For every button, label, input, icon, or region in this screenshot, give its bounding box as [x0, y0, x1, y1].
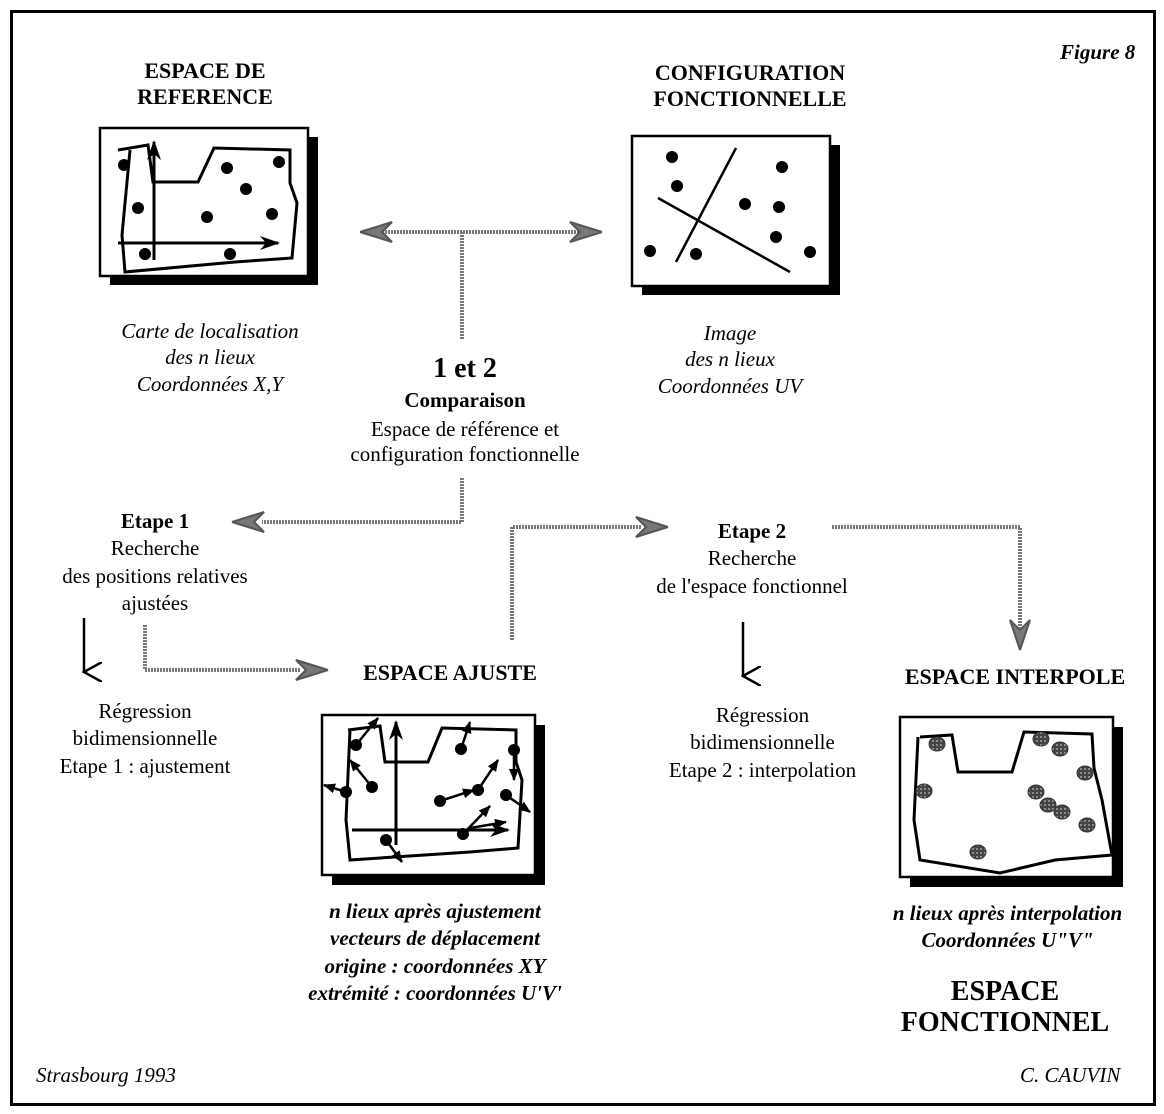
arrow-right-icon [295, 659, 329, 681]
reference-map [98, 126, 318, 285]
interpole-caption: n lieux après interpolation Coordonnées … [860, 900, 1155, 955]
espace-fonctionnel-title: ESPACE FONCTIONNEL [900, 976, 1110, 1039]
etape1-line3: ajustées [121, 590, 189, 615]
figure-label: Figure 8 [1060, 40, 1136, 64]
ajuste-caption: n lieux après ajustement vecteurs de dép… [285, 898, 585, 1007]
comparaison-line1: Espace de référence et [370, 416, 560, 441]
configuration-caption-line1: Image [703, 321, 757, 345]
etape2-to-interpole-line [832, 525, 1022, 628]
etape1-regression-line2: bidimensionnelle [72, 726, 218, 751]
reference-caption-line3: Coordonnées X,Y [136, 371, 284, 396]
etape1-line1: Recherche [110, 536, 200, 561]
ajuste-caption-line2: vecteurs de déplacement [330, 926, 540, 951]
etape1-to-ajuste-line [143, 625, 300, 672]
arrow-right-icon [569, 221, 603, 243]
footer-place-year: Strasbourg 1993 [36, 1063, 176, 1087]
arrow-right-icon [635, 516, 669, 538]
configuration-caption-line2: des n lieux [685, 347, 775, 372]
etape2-title: Etape 2 [717, 519, 787, 543]
reference-title-line2: REFERENCE [137, 84, 273, 110]
espace-fonctionnel-line1: ESPACE [950, 976, 1060, 1007]
reference-title: ESPACE DE REFERENCE [80, 58, 330, 111]
ajuste-caption-line4: extrémité : coordonnées U'V' [308, 980, 562, 1005]
configuration-title: CONFIGURATION FONCTIONNELLE [610, 60, 890, 113]
footer-author: C. CAUVIN [1020, 1063, 1121, 1087]
configuration-caption-line3: Coordonnées UV [657, 373, 803, 398]
etape2-regression-line2: bidimensionnelle [690, 730, 835, 755]
ajuste-caption-line3: origine : coordonnées XY [324, 953, 546, 978]
interpole-caption-line1: n lieux après interpolation [892, 901, 1123, 925]
to-etape1-line [262, 478, 464, 524]
etape1-regression-line1: Régression [98, 699, 192, 723]
etape1-title: Etape 1 [120, 509, 190, 533]
configuration-title-line2: FONCTIONNELLE [653, 86, 847, 112]
configuration-caption: Image des n lieux Coordonnées UV [630, 320, 830, 399]
comparaison-line2: configuration fonctionnelle [350, 441, 580, 466]
espace-fonctionnel-line2: FONCTIONNEL [900, 1007, 1110, 1039]
reference-caption: Carte de localisation des n lieux Coordo… [95, 318, 325, 397]
arrow-left-icon [231, 511, 265, 533]
ajuste-caption-line1: n lieux après ajustement [329, 899, 541, 923]
comparaison-number: 1 et 2 [433, 353, 497, 384]
etape1-line2: des positions relatives [62, 563, 248, 588]
interpole-caption-line2: Coordonnées U"V" [921, 928, 1094, 953]
ajuste-map [320, 713, 545, 885]
etape2-regression-line1: Régression [715, 703, 810, 727]
etape2-regression: Régression bidimensionnelle Etape 2 : in… [655, 702, 870, 784]
ajuste-to-etape2-line [510, 525, 642, 640]
arrow-left-icon [359, 221, 393, 243]
comparaison-title: Comparaison [404, 387, 526, 412]
etape2-block: Etape 2 Recherche de l'espace fonctionne… [632, 518, 872, 600]
ajuste-title: ESPACE AJUSTE [363, 660, 537, 685]
connector-arrows [143, 221, 1031, 681]
comparaison-block: 1 et 2 Comparaison Espace de référence e… [330, 352, 600, 467]
etape1-block: Etape 1 Recherche des positions relative… [30, 508, 280, 617]
configuration-map [630, 134, 840, 295]
arrow-down-icon [1009, 619, 1031, 651]
etape2-line1: Recherche [707, 546, 797, 571]
etape2-regression-line3: Etape 2 : interpolation [668, 757, 857, 782]
regression-arrows [84, 618, 743, 676]
etape1-regression: Régression bidimensionnelle Etape 1 : aj… [30, 698, 260, 780]
interpole-title: ESPACE INTERPOLE [904, 664, 1126, 689]
etape2-line2: de l'espace fonctionnel [656, 573, 848, 598]
figure-frame [10, 10, 1156, 1106]
interpole-map [898, 715, 1123, 887]
reference-caption-line1: Carte de localisation [121, 319, 299, 343]
reference-caption-line2: des n lieux [165, 345, 255, 370]
etape1-regression-line3: Etape 1 : ajustement [59, 753, 231, 778]
reference-title-line1: ESPACE DE [144, 58, 266, 83]
configuration-title-line1: CONFIGURATION [654, 60, 846, 85]
